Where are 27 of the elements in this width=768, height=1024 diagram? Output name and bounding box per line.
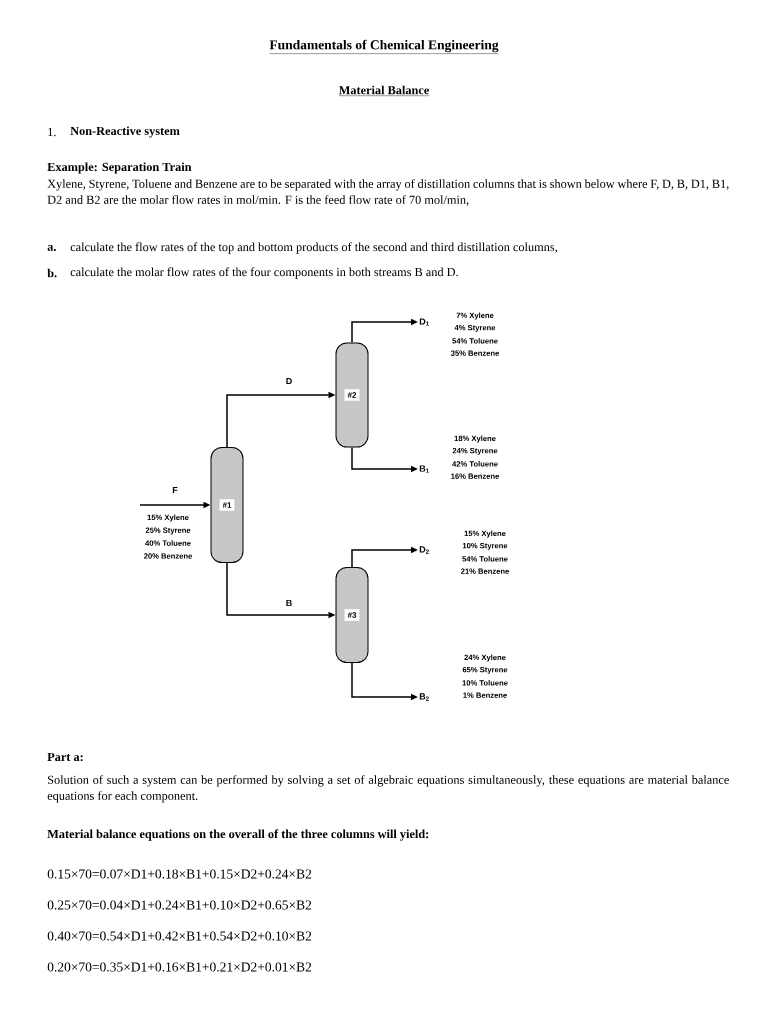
distillation-column: #1 bbox=[210, 447, 244, 563]
stream-label: D$_{1}$ bbox=[419, 318, 429, 326]
list-number: 1. bbox=[48, 127, 56, 137]
subtitle: Material Balance bbox=[338, 85, 430, 96]
equation: 0.40×70=0.54×D1+0.42×B1+0.54×D2+0.10×B2 bbox=[47, 931, 312, 941]
equation: 0.15×70=0.07×D1+0.18×B1+0.15×D2+0.24×B2 bbox=[47, 869, 312, 879]
list-letter: a. bbox=[47, 245, 56, 251]
edge-label: D bbox=[286, 377, 292, 385]
stream-label: D$_{2}$ bbox=[419, 546, 429, 554]
section-heading: Material balance equations on the overall of the three columns will yield: bbox=[47, 829, 429, 841]
title: Fundamentals of Chemical Engineering bbox=[269, 39, 499, 54]
stream-label: B$_{2}$ bbox=[419, 693, 429, 701]
section-heading: Non-Reactive system bbox=[70, 126, 180, 138]
distillation-column: #2 bbox=[335, 342, 369, 448]
equation: 0.25×70=0.04×D1+0.24×B1+0.10×D2+0.65×B2 bbox=[47, 900, 312, 910]
list-item: calculate the flow rates of the top and bottom products of the second and third distillation columns, bbox=[70, 242, 557, 254]
paragraph: Solution of such a system can be performed by solving a set of algebraic equations simultaneously, these equations are material balance equations for each component. bbox=[47, 775, 729, 803]
list-letter: b. bbox=[47, 268, 57, 278]
stream-label: B$_{1}$ bbox=[419, 465, 429, 473]
edge-label: F bbox=[172, 486, 178, 494]
list-item: calculate the molar flow rates of the four components in both streams B and D. bbox=[70, 267, 458, 279]
edge-label: B bbox=[286, 599, 292, 607]
section-heading: Part a: bbox=[47, 752, 83, 762]
example-heading: Example: Separation Train bbox=[47, 162, 192, 174]
equation: 0.20×70=0.35×D1+0.16×B1+0.21×D2+0.01×B2 bbox=[47, 962, 312, 972]
paragraph: Xylene, Styrene, Toluene and Benzene are to be separated with the array of distillation columns that is shown below where F, D, B, D1, B1, D2 and B2 are the molar flow rates in mol/min. F is the feed flow rate of 70 mol/min, bbox=[47, 179, 729, 206]
distillation-column: #3 bbox=[335, 567, 369, 663]
